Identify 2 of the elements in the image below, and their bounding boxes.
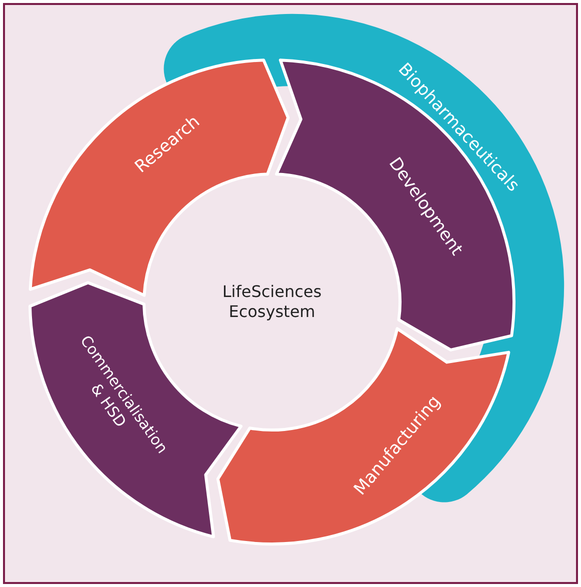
chevron-segment [216,327,510,546]
center-label: LifeSciences Ecosystem [221,282,323,322]
